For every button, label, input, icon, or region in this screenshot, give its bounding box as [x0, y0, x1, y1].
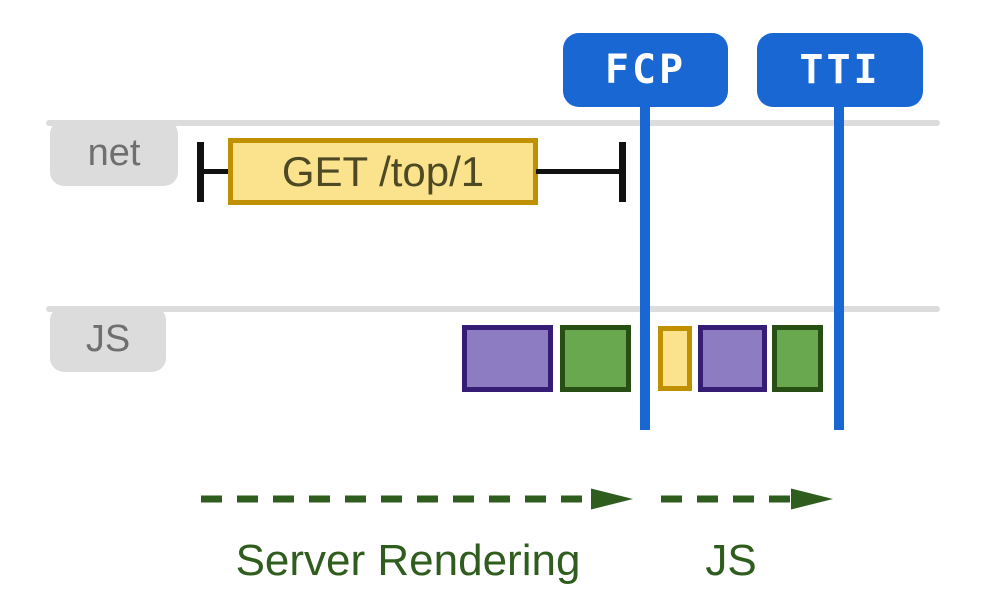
tti-marker-line — [834, 100, 844, 430]
js-phase-arrow — [661, 488, 833, 510]
js-block-green-2 — [772, 325, 823, 392]
server-rendering-phase-label: Server Rendering — [235, 536, 581, 585]
js-block-purple-2 — [698, 325, 767, 392]
js-block-green-1 — [560, 325, 631, 392]
fcp-badge: FCP — [563, 33, 728, 107]
js-block-purple-1 — [462, 325, 553, 392]
request-connector-left — [204, 169, 230, 174]
net-lane-line — [46, 120, 940, 126]
tti-badge: TTI — [757, 33, 923, 107]
js-block-yellow-1 — [658, 326, 692, 391]
js-phase-label: JS — [705, 536, 757, 585]
fcp-marker-line — [640, 100, 650, 430]
js-lane-line — [46, 306, 940, 312]
network-request-box: GET /top/1 — [228, 138, 538, 205]
request-end-tick — [619, 142, 626, 202]
request-start-tick — [197, 142, 204, 202]
net-lane-label: net — [50, 120, 178, 186]
js-lane-label: JS — [50, 306, 166, 372]
request-connector-right — [536, 169, 621, 174]
server-rendering-arrow — [201, 488, 633, 510]
